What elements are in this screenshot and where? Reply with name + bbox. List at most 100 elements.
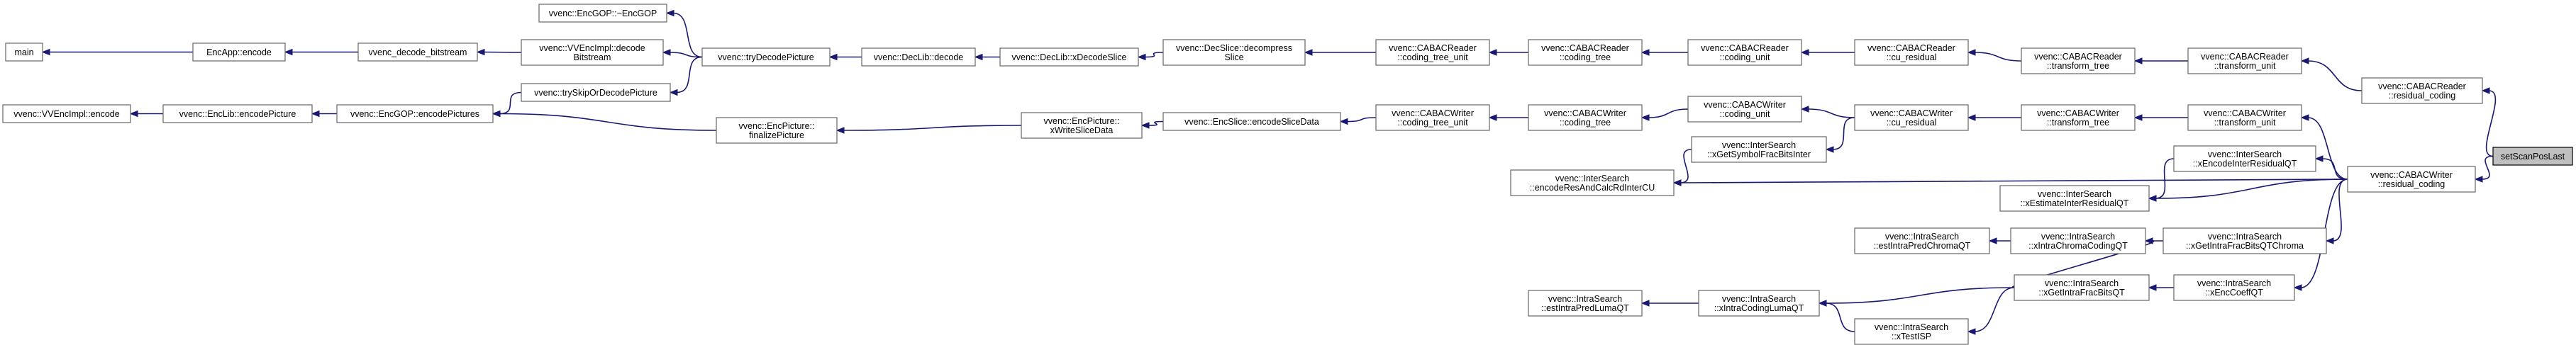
node-encgop-dtor[interactable]: vvenc::EncGOP::~EncGOP (538, 4, 667, 23)
node-writer-cures[interactable]: vvenc::CABACWriter::cu_residual (1854, 104, 1969, 131)
edge-arrowhead (662, 49, 671, 56)
node-encapp-encode[interactable]: EncApp::encode (192, 43, 286, 62)
node-box (1528, 290, 1643, 317)
node-tryskip[interactable]: vvenc::trySkipOrDecodePicture (521, 83, 671, 102)
node-label: vvenc::IntraSearch (1722, 294, 1796, 304)
node-label: vvenc::CABACReader (1867, 43, 1955, 53)
node-intra-xtestisp[interactable]: vvenc::IntraSearch::xTestISP (1854, 318, 1969, 345)
node-label: ::transform_unit (2214, 118, 2276, 128)
node-encgop-encodepictures[interactable]: vvenc::EncGOP::encodePictures (336, 104, 494, 123)
node-writer-ct[interactable]: vvenc::CABACWriter::coding_tree (1528, 104, 1643, 131)
node-intra-estchroma[interactable]: vvenc::IntraSearch::estIntraPredChromaQT (1854, 227, 1990, 254)
edge-line (2155, 179, 2348, 199)
node-main[interactable]: main (5, 43, 43, 62)
node-label: vvenc::CABACWriter (1544, 108, 1626, 118)
node-box (1162, 112, 1341, 131)
edge-line (499, 113, 717, 131)
node-box (2014, 274, 2150, 301)
edge-arrowhead (2144, 237, 2153, 244)
node-reader-rc[interactable]: vvenc::CABACReader::residual_coding (2361, 77, 2483, 104)
node-label: Slice (1224, 52, 1243, 62)
node-intra-estluma[interactable]: vvenc::IntraSearch::estIntraPredLumaQT (1528, 290, 1643, 317)
node-label: vvenc::CABACReader (1541, 43, 1629, 53)
edge-arrowhead (2148, 284, 2157, 291)
node-enclib-encodepicture[interactable]: vvenc::EncLib::encodePicture (162, 104, 313, 123)
node-declib-xdecodeslice[interactable]: vvenc::DecLib::xDecodeSlice (999, 47, 1139, 67)
node-label: ::coding_tree_unit (1397, 118, 1468, 128)
node-label: vvenc::EncLib::encodePicture (179, 109, 296, 119)
node-reader-cures[interactable]: vvenc::CABACReader::cu_residual (1854, 39, 1969, 66)
node-label: Bitstream (574, 52, 611, 62)
node-writer-cu[interactable]: vvenc::CABACWriter::coding_unit (1687, 96, 1802, 123)
edge-writer-ct-to-writer-cu (1640, 108, 1689, 121)
node-box (336, 104, 494, 123)
node-setscanposlast[interactable]: setScanPosLast (2492, 147, 2573, 166)
node-label: ::residual_coding (2389, 91, 2456, 101)
node-intra-xgetchroma[interactable]: vvenc::IntraSearch::xGetIntraFracBitsQTC… (2163, 227, 2327, 254)
node-label: vvenc::DecSlice::decompress (1176, 43, 1292, 53)
edge-trydecode-to-declib-decode (828, 53, 862, 61)
node-intra-xchromacoding[interactable]: vvenc::IntraSearch::xIntraChromaCodingQT (2010, 227, 2146, 254)
node-label: ::coding_tree_unit (1397, 52, 1468, 62)
node-vvenc-decode-bitstream[interactable]: vvenc_decode_bitstream (357, 43, 478, 62)
edge-enclib-encodepicture-to-encgop-encodepictures (311, 110, 337, 118)
node-box (1687, 39, 1802, 66)
node-inter-encoderes[interactable]: vvenc::InterSearch::encodeResAndCalcRdIn… (1510, 169, 1675, 196)
edge-intra-xgetfrac-to-intra-xenccoeff (2148, 284, 2174, 291)
edge-declib-decode-to-declib-xdecodeslice (974, 53, 1000, 61)
edge-line (1832, 117, 1855, 150)
node-inter-symbolfrac[interactable]: vvenc::InterSearch::xGetSymbolFracBitsIn… (1691, 136, 1827, 163)
edge-reader-rc-to-setscanposlast (2481, 87, 2497, 157)
node-reader-ctu[interactable]: vvenc::CABACReader::coding_tree_unit (1375, 39, 1490, 66)
node-label: vvenc::EncGOP::~EncGOP (549, 9, 657, 18)
node-reader-cu[interactable]: vvenc::CABACReader::coding_unit (1687, 39, 1802, 66)
node-writer-ctu[interactable]: vvenc::CABACWriter::coding_tree_unit (1375, 104, 1490, 131)
edge-writer-ctu-to-writer-ct (1488, 114, 1528, 121)
node-reader-ct[interactable]: vvenc::CABACReader::coding_tree (1528, 39, 1643, 66)
node-writer-rc[interactable]: vvenc::CABACWriter::residual_coding (2347, 166, 2476, 193)
edge-writer-tt-to-writer-tu (2133, 114, 2188, 121)
edge-arrowhead (1640, 49, 1650, 56)
edge-arrowhead (129, 110, 138, 118)
node-box (1854, 39, 1969, 66)
edge-intra-xgetchroma-to-writer-rc (2325, 179, 2348, 244)
node-inter-xencodeinter[interactable]: vvenc::InterSearch::xEncodeInterResidual… (2173, 145, 2316, 172)
node-label: ::xEncCoeffQT (2205, 288, 2263, 298)
edge-arrowhead (828, 53, 838, 61)
node-box (5, 43, 43, 62)
node-writer-tu[interactable]: vvenc::CABACWriter::transform_unit (2187, 104, 2302, 131)
node-encslice-encodeslicedata[interactable]: vvenc::EncSlice::encodeSliceData (1162, 112, 1341, 131)
node-intra-xgetfrac[interactable]: vvenc::IntraSearch::xGetIntraFracBitsQT (2014, 274, 2150, 301)
edge-line (669, 52, 703, 58)
node-box (1698, 290, 1820, 317)
node-label: vvenc::IntraSearch (1885, 232, 1959, 242)
edge-arrowhead (1967, 328, 1976, 335)
node-label: vvenc::InterSearch (2208, 149, 2282, 159)
node-intra-xlumacoding[interactable]: vvenc::IntraSearch::xIntraCodingLumaQT (1698, 290, 1820, 317)
node-encpicture-finalize[interactable]: vvenc::EncPicture::finalizePicture (716, 117, 838, 144)
node-inter-xestimate[interactable]: vvenc::InterSearch::xEstimateInterResidu… (1999, 185, 2150, 212)
edge-arrowhead (1800, 49, 1809, 56)
node-box (1528, 104, 1643, 131)
node-label: ::residual_coding (2378, 179, 2445, 189)
node-label: ::coding_tree (1560, 118, 1611, 128)
node-intra-xenccoeff[interactable]: vvenc::IntraSearch::xEncCoeffQT (2173, 274, 2295, 301)
node-box (2010, 227, 2146, 254)
node-reader-tu[interactable]: vvenc::CABACReader::transform_unit (2187, 47, 2302, 74)
edge-writer-cu-to-writer-cures (1800, 106, 1855, 118)
node-declib-decode[interactable]: vvenc::DecLib::decode (861, 47, 976, 67)
edge-arrowhead (1640, 300, 1650, 307)
node-reader-tt[interactable]: vvenc::CABACReader::transform_tree (2021, 47, 2136, 74)
node-box (538, 4, 667, 23)
edge-inter-symbolfrac-to-writer-cures (1825, 117, 1855, 153)
node-vvencimpl-encode[interactable]: vvenc::VVEncImpl::encode (2, 104, 131, 123)
node-box (2173, 274, 2295, 301)
node-trydecode[interactable]: vvenc::tryDecodePicture (701, 47, 831, 67)
node-encpicture-xwrite[interactable]: vvenc::EncPicture::xWriteSliceData (1021, 112, 1143, 139)
node-writer-tt[interactable]: vvenc::CABACWriter::transform_tree (2021, 104, 2136, 131)
node-label: ::cu_residual (1887, 118, 1937, 128)
edge-arrowhead (2133, 114, 2143, 121)
edge-encpicture-xwrite-to-encslice-encodeslicedata (1140, 120, 1164, 129)
